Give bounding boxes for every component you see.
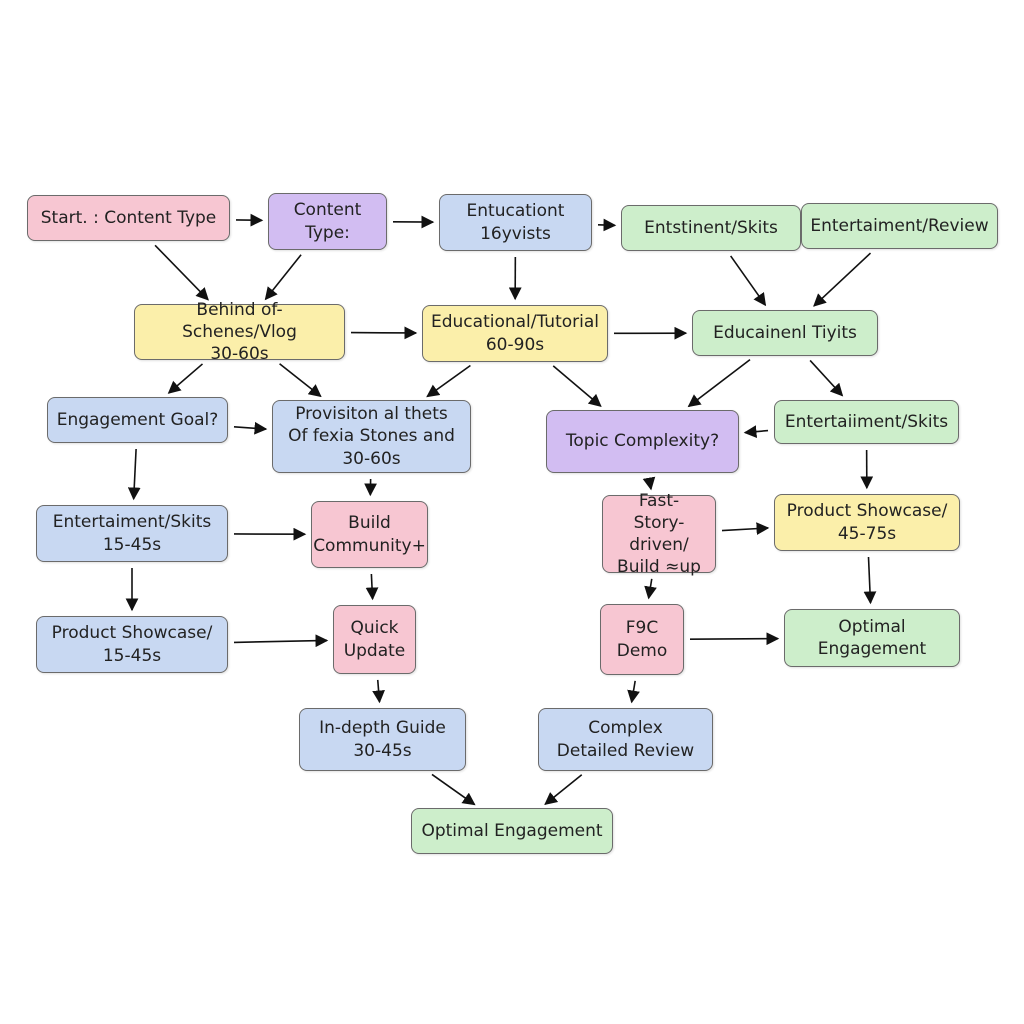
node-build-community: Build Community+ xyxy=(311,501,428,568)
edge-n11-to-n15 xyxy=(642,476,656,491)
edge-n18-to-n21 xyxy=(372,679,385,704)
edge-n15-to-n19 xyxy=(644,578,657,600)
node-behind-the-scenes-vlog: Behind of-Schenes/Vlog 30-60s xyxy=(134,300,345,364)
edge-n7-to-n10 xyxy=(426,364,471,398)
node-educational-tutorial: Educational/Tutorial 60-90s xyxy=(422,305,608,362)
node-optimal-engagement-final: Optimal Engagement xyxy=(411,808,613,854)
edge-n9-to-n10 xyxy=(233,421,268,435)
edge-n19-to-n22 xyxy=(627,680,640,704)
edge-n15-to-n16 xyxy=(721,522,770,535)
edge-n19-to-n20 xyxy=(689,632,780,646)
node-in-depth-guide: In-depth Guide 30-45s xyxy=(299,708,466,771)
edge-n12-to-n11 xyxy=(743,425,769,438)
edge-n4-to-n8 xyxy=(730,255,767,307)
node-entertaiment-review: Entertaiment/Review xyxy=(801,203,998,249)
node-quick-update: Quick Update xyxy=(333,605,416,674)
node-optimal-engagement-right: Optimal Engagement xyxy=(784,609,960,667)
edge-n2-to-n6 xyxy=(264,254,302,301)
node-provisiton-stones: Provisiton al thets Of fexia Stones and … xyxy=(272,400,471,473)
node-engagement-goal: Engagement Goal? xyxy=(47,397,228,443)
node-entstinent-skits: Entstinent/Skits xyxy=(621,205,801,251)
edge-n1-to-n6 xyxy=(154,244,209,301)
node-start-content-type: Start. : Content Type xyxy=(27,195,230,241)
edge-n8-to-n11 xyxy=(687,358,751,408)
edge-n14-to-n18 xyxy=(365,573,379,601)
node-entucationt: Entucationt 16yvists xyxy=(439,194,592,251)
node-product-showcase-45-75: Product Showcase/ 45-75s xyxy=(774,494,960,551)
edge-n9-to-n13 xyxy=(127,448,141,501)
edge-n21-to-n23 xyxy=(431,773,476,806)
edge-n5-to-n8 xyxy=(813,252,872,307)
node-entertaiment-skits-15-45: Entertaiment/Skits 15-45s xyxy=(36,505,228,562)
node-educainenl-tiyits: Educainenl Tiyits xyxy=(692,310,878,356)
node-complex-detailed-review: Complex Detailed Review xyxy=(538,708,713,771)
node-f9c-demo: F9C Demo xyxy=(600,604,684,675)
node-product-showcase-15-45: Product Showcase/ 15-45s xyxy=(36,616,228,673)
edge-n16-to-n20 xyxy=(863,556,877,605)
node-fast-story-driven: Fast- Story-driven/ Build ≈up xyxy=(602,491,716,577)
edge-n6-to-n10 xyxy=(279,363,322,398)
edge-n7-to-n11 xyxy=(552,365,602,407)
edge-n17-to-n18 xyxy=(233,634,329,648)
node-entertaiiment-skits: Entertaiiment/Skits xyxy=(774,400,959,444)
edge-n8-to-n12 xyxy=(809,359,844,397)
edge-n22-to-n23 xyxy=(544,774,583,806)
node-content-type: Content Type: xyxy=(268,193,387,250)
node-topic-complexity: Topic Complexity? xyxy=(546,410,739,473)
edge-n6-to-n9 xyxy=(167,363,204,394)
